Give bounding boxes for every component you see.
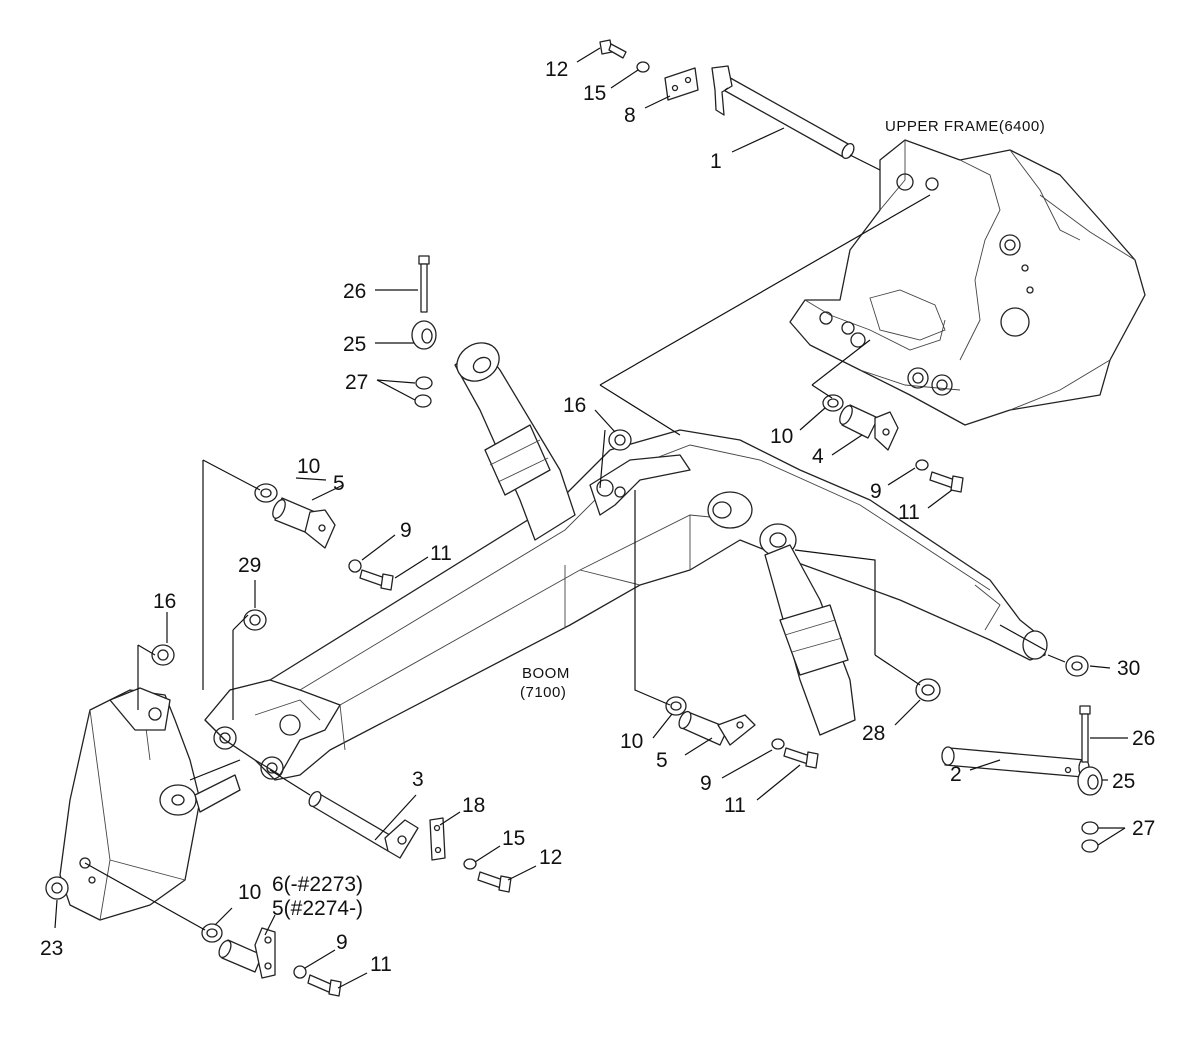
callout-2: 2 xyxy=(950,763,962,786)
callout-26-left: 26 xyxy=(343,280,366,303)
callout-10-mid: 10 xyxy=(620,730,643,753)
callout-10-bot: 10 xyxy=(238,881,261,904)
callout-1: 1 xyxy=(710,150,722,173)
pin-3 xyxy=(308,790,419,859)
plate-18 xyxy=(429,817,446,861)
callout-29: 29 xyxy=(238,554,261,577)
callout-10-top: 10 xyxy=(770,425,793,448)
callout-15-top: 15 xyxy=(583,82,606,105)
callout-3: 3 xyxy=(412,768,424,791)
pin-4 xyxy=(839,404,899,451)
callout-11-left: 11 xyxy=(430,542,452,565)
boom xyxy=(204,429,1048,781)
callout-4: 4 xyxy=(812,445,824,468)
boom-label: BOOM xyxy=(522,665,570,682)
callout-11-bot: 11 xyxy=(370,953,392,976)
callout-16-mid: 16 xyxy=(563,394,586,417)
washers xyxy=(45,61,1089,979)
assembly-lines xyxy=(84,87,1066,931)
callout-23: 23 xyxy=(40,937,63,960)
callout-27-right: 27 xyxy=(1132,817,1155,840)
callout-5-bot: 5(#2274-) xyxy=(272,897,363,920)
pin-5-6-bottom xyxy=(218,927,276,979)
callout-25-right: 25 xyxy=(1112,770,1135,793)
callout-9-bot: 9 xyxy=(336,931,348,954)
pin-1 xyxy=(711,65,855,160)
callout-11-mid: 11 xyxy=(724,794,746,817)
callout-9-left: 9 xyxy=(400,519,412,542)
pin-5-left xyxy=(272,497,336,549)
callout-11-top: 11 xyxy=(898,501,920,524)
callout-18: 18 xyxy=(462,794,485,817)
callout-6-bot: 6(-#2273) xyxy=(272,873,363,896)
callout-12-mid: 12 xyxy=(539,846,562,869)
swing-bracket xyxy=(59,687,241,921)
boom-cylinder-lower xyxy=(764,544,856,736)
callout-28: 28 xyxy=(862,722,885,745)
clamps-and-nuts xyxy=(411,320,1103,853)
callout-16-left: 16 xyxy=(153,590,176,613)
callout-5-top: 5 xyxy=(333,472,345,495)
bolts xyxy=(307,39,1091,997)
callout-30: 30 xyxy=(1117,657,1140,680)
callout-15-mid: 15 xyxy=(502,827,525,850)
callout-12-top: 12 xyxy=(545,58,568,81)
callout-labels: UPPER FRAME(6400) BOOM (7100) 12 15 8 1 … xyxy=(40,58,1155,976)
callout-26-right: 26 xyxy=(1132,727,1155,750)
boom-label-number: (7100) xyxy=(520,684,566,701)
callout-8: 8 xyxy=(624,104,636,127)
callout-5-mid: 5 xyxy=(656,749,668,772)
pin-2 xyxy=(941,746,1090,778)
callout-27-left: 27 xyxy=(345,371,368,394)
callout-leaders xyxy=(54,47,1128,989)
upper-frame-label: UPPER FRAME(6400) xyxy=(885,118,1045,135)
callout-9-top: 9 xyxy=(870,480,882,503)
callout-10-left: 10 xyxy=(297,455,320,478)
upper-frame xyxy=(789,139,1146,426)
callout-25-left: 25 xyxy=(343,333,366,356)
callout-9-mid: 9 xyxy=(700,772,712,795)
plate-8 xyxy=(664,67,699,101)
pin-5-mid xyxy=(678,710,756,746)
boom-cylinder-upper xyxy=(454,342,576,541)
